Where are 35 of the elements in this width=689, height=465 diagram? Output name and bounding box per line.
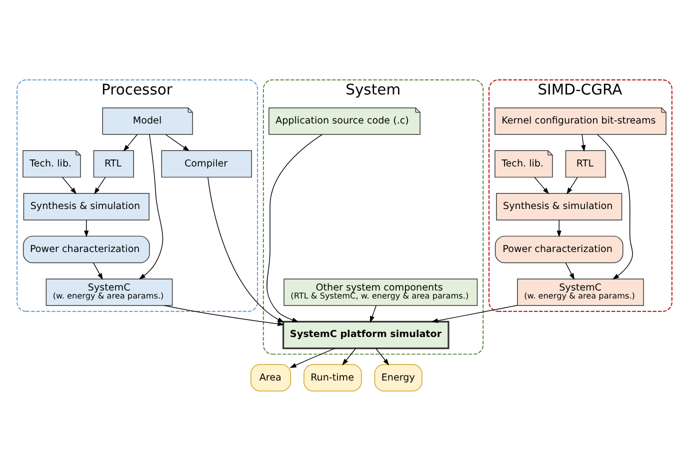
node-box: Synthesis & simulation: [23, 193, 150, 220]
arrow: [597, 134, 633, 280]
arrow: [431, 305, 518, 323]
arrow: [556, 220, 562, 238]
node-box: Power characterization: [494, 236, 624, 264]
arrow: [534, 176, 550, 194]
arrow: [164, 305, 284, 326]
node-box: RTL: [93, 150, 134, 178]
arrow: [566, 176, 578, 194]
node-box: SystemC (w. energy & area params.): [517, 278, 644, 306]
node-box: Compiler: [161, 150, 252, 178]
node-box: Synthesis & simulation: [496, 193, 622, 220]
arrow: [375, 348, 390, 366]
node-box: Other system components (RTL & SystemC, w. energy & area params.): [284, 278, 478, 306]
node-box: SystemC platform simulator: [282, 320, 450, 350]
arrow: [62, 176, 77, 194]
node-box: SystemC (w. energy & area params.): [46, 278, 173, 306]
arrow: [208, 176, 284, 323]
node-box: Power characterization: [22, 236, 150, 264]
arrow: [290, 348, 336, 368]
arrow: [565, 262, 574, 280]
arrow: [138, 134, 164, 280]
arrow: [123, 134, 138, 152]
node-box: RTL: [565, 150, 606, 178]
arrow: [581, 134, 586, 152]
arrow: [84, 220, 89, 238]
arrow: [165, 134, 190, 152]
arrow: [266, 134, 323, 322]
arrow: [370, 305, 376, 323]
node-box: Area: [250, 364, 292, 392]
arrow: [94, 176, 106, 194]
arrow: [93, 262, 103, 280]
node-box: Energy: [374, 364, 422, 392]
arrow: [342, 348, 356, 366]
node-box: Run-time: [304, 364, 362, 392]
